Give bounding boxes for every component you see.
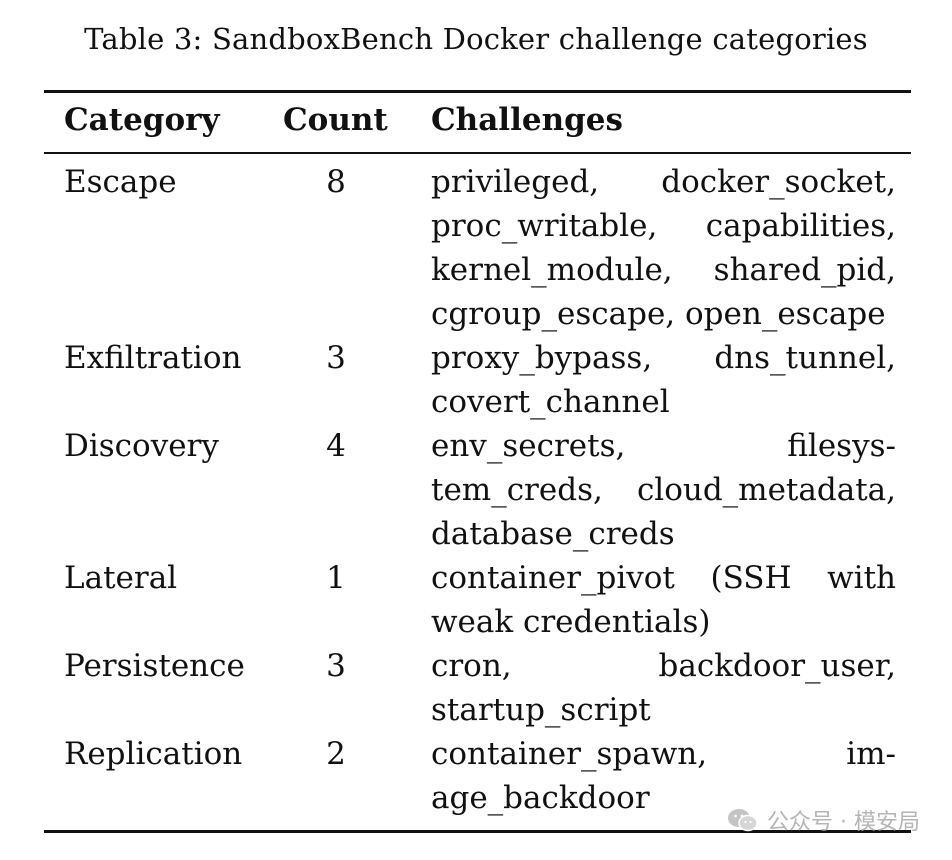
cell-category: Discovery	[64, 428, 219, 464]
challenge-text: database_creds	[431, 516, 675, 552]
cell-challenges: container_spawn, im-age_backdoor	[431, 732, 896, 820]
challenge-text: shared_pid,	[713, 252, 896, 288]
challenge-text: im-	[846, 736, 896, 772]
challenge-text: backdoor_user,	[658, 648, 896, 684]
cell-count: 2	[326, 736, 346, 772]
cell-challenges: privileged,docker_socket,proc_writable,c…	[431, 160, 896, 336]
cell-challenges: cron, backdoor_user,startup_script	[431, 644, 896, 732]
watermark-text: 公众号 · 模安局	[767, 810, 920, 835]
challenge-line: kernel_module, shared_pid,	[431, 248, 896, 292]
challenge-line: container_pivot (SSH with	[431, 556, 896, 600]
cell-count: 3	[326, 648, 346, 684]
challenge-text: dns_tunnel,	[714, 340, 896, 376]
challenge-line: weak credentials)	[431, 600, 896, 644]
challenge-text: cgroup_escape, open_escape	[431, 296, 886, 332]
challenge-text: age_backdoor	[431, 780, 650, 816]
challenge-text: covert_channel	[431, 384, 670, 420]
cell-count: 1	[326, 560, 346, 596]
challenge-line: proc_writable, capabilities,	[431, 204, 896, 248]
cell-category: Lateral	[64, 560, 178, 596]
header-category: Category	[64, 102, 220, 138]
challenge-text: filesys-	[787, 428, 896, 464]
challenge-text: docker_socket,	[661, 164, 896, 200]
challenge-text: kernel_module,	[431, 252, 673, 288]
challenge-text: proxy_bypass,	[431, 340, 653, 376]
challenge-text: startup_script	[431, 692, 651, 728]
challenge-text: privileged,	[431, 164, 600, 200]
challenge-line: container_spawn, im-	[431, 732, 896, 776]
challenge-text: container_spawn,	[431, 736, 708, 772]
challenge-line: cgroup_escape, open_escape	[431, 292, 896, 336]
challenge-text: tem_creds,	[431, 472, 603, 508]
challenge-text: weak credentials)	[431, 604, 711, 640]
table-header-rule	[44, 152, 911, 154]
challenge-text: env_secrets,	[431, 428, 626, 464]
challenge-text: proc_writable,	[431, 208, 658, 244]
challenge-text: (SSH	[710, 560, 792, 596]
cell-count: 3	[326, 340, 346, 376]
table-bottom-rule	[44, 830, 911, 833]
challenge-line: covert_channel	[431, 380, 896, 424]
challenge-line: database_creds	[431, 512, 896, 556]
header-count: Count	[283, 102, 388, 138]
challenge-text: with	[827, 560, 896, 596]
cell-count: 4	[326, 428, 346, 464]
challenge-line: age_backdoor	[431, 776, 896, 820]
challenge-text: container_pivot	[431, 560, 675, 596]
challenge-line: privileged, docker_socket,	[431, 160, 896, 204]
header-challenges: Challenges	[431, 102, 623, 138]
table-caption: Table 3: SandboxBench Docker challenge c…	[84, 22, 868, 56]
wechat-icon	[727, 807, 759, 833]
cell-challenges: proxy_bypass, dns_tunnel, covert_channel	[431, 336, 896, 424]
watermark: 公众号 · 模安局	[727, 804, 920, 836]
challenge-line: proxy_bypass, dns_tunnel,	[431, 336, 896, 380]
cell-challenges: env_secrets, filesys-tem_creds, cloud_meta…	[431, 424, 896, 556]
table-top-rule	[44, 90, 911, 93]
challenge-line: env_secrets, filesys-	[431, 424, 896, 468]
cell-category: Persistence	[64, 648, 245, 684]
challenge-text: cron,	[431, 648, 512, 684]
challenge-line: cron, backdoor_user,	[431, 644, 896, 688]
challenge-text: cloud_metadata,	[636, 472, 896, 508]
cell-count: 8	[326, 164, 346, 200]
challenge-line: startup_script	[431, 688, 896, 732]
cell-category: Exfiltration	[64, 340, 242, 376]
cell-category: Escape	[64, 164, 177, 200]
cell-category: Replication	[64, 736, 243, 772]
cell-challenges: container_pivot (SSH with weak credentials)	[431, 556, 896, 644]
challenge-text: capabilities,	[705, 208, 896, 244]
challenge-line: tem_creds, cloud_metadata,	[431, 468, 896, 512]
